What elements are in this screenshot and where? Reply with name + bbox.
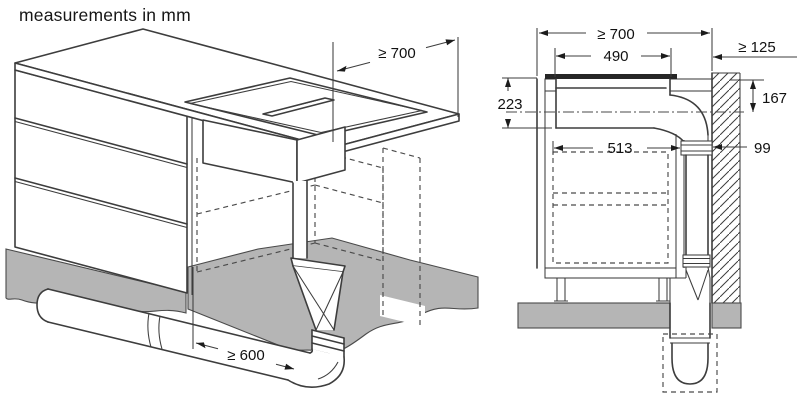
elbow-outer xyxy=(669,94,709,136)
vent-slot xyxy=(262,97,335,117)
dimension-worktop-depth-perspective: ≥ 700 xyxy=(332,37,459,142)
dim-label-worktop-depth-section: ≥ 700 xyxy=(597,26,634,43)
cabinet-section xyxy=(536,78,685,304)
duct-section xyxy=(506,94,744,393)
dimension-clearance-width: 513 xyxy=(552,140,680,157)
floor-slab-left xyxy=(517,302,671,329)
round-duct-elbow xyxy=(36,288,346,388)
dim-label-duct-drop: 167 xyxy=(762,90,787,107)
cabinet-legs xyxy=(554,278,670,304)
dimension-cutout-width: 490 xyxy=(554,48,672,77)
dim-label-duct-depth: 99 xyxy=(754,140,771,157)
duct-below-floor xyxy=(662,333,718,393)
dimension-duct-depth: 99 xyxy=(713,140,771,157)
duct-end-dashed-outline xyxy=(662,333,718,393)
dimension-wall-clearance: ≥ 125 xyxy=(713,39,797,60)
dim-arrow xyxy=(445,39,455,46)
duct-coupling-rings xyxy=(311,329,345,358)
drawer-fronts xyxy=(14,117,188,229)
dim-label-worktop-depth: ≥ 700 xyxy=(378,45,415,62)
duct-cone-adapter xyxy=(292,265,344,331)
floor-duct xyxy=(36,180,346,388)
countertop-right xyxy=(669,78,713,92)
dim-arrow xyxy=(196,342,206,349)
duct-connector-upper xyxy=(680,135,713,156)
dimension-duct-drop: 167 xyxy=(730,79,787,112)
page-title: measurements in mm xyxy=(19,5,191,25)
dim-label-wall-clearance: ≥ 125 xyxy=(738,39,775,56)
floor-slab-right xyxy=(711,302,742,329)
dim-label-duct-run: ≥ 600 xyxy=(227,347,264,364)
dimension-worktop-depth-section: ≥ 700 xyxy=(536,26,713,76)
countertop-and-hob xyxy=(544,74,713,129)
perspective-view: ≥ 700 ≥ 600 xyxy=(5,28,479,388)
dimension-installation-depth: 223 xyxy=(497,77,552,129)
hob-glass xyxy=(545,74,677,79)
dim-arrow xyxy=(284,363,294,370)
dim-arrow xyxy=(337,65,347,72)
cabinet-bottom-board xyxy=(544,267,677,279)
floor-section xyxy=(517,302,742,329)
dim-label-installation-depth: 223 xyxy=(497,96,522,113)
wall-hatch xyxy=(712,73,740,303)
countertop-left xyxy=(544,78,557,92)
cabinet-interior-dashed-section xyxy=(552,151,669,264)
elbow-inner xyxy=(653,127,685,143)
dim-label-clearance-width: 513 xyxy=(607,140,632,157)
dim-label-cutout-width: 490 xyxy=(603,48,628,65)
dimension-duct-run: ≥ 600 xyxy=(192,267,295,370)
wall xyxy=(711,72,741,304)
floor-opening xyxy=(380,295,425,327)
section-view: ≥ 700 490 ≥ 125 223 xyxy=(497,26,797,393)
duct-connector-lower xyxy=(682,254,711,268)
hob-outline xyxy=(184,77,428,137)
duct-floor-adapter xyxy=(669,266,711,303)
hob-box-section xyxy=(555,78,671,129)
